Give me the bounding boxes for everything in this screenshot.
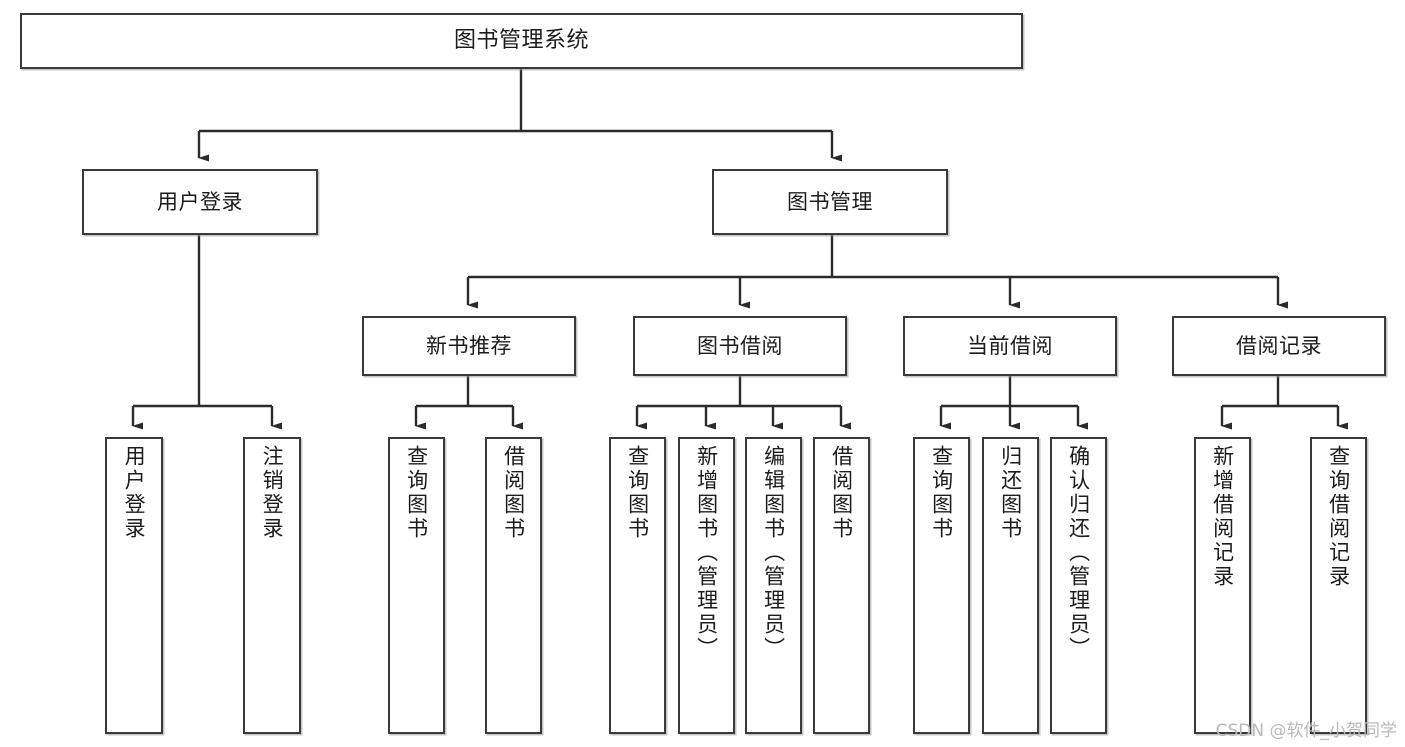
node-root-label: 图书管理系统 (453, 28, 589, 54)
node-leaf-12[interactable]: 新增借阅记录 (1194, 437, 1251, 734)
node-leaf-11-label: 确认归还（管理员） (1066, 445, 1091, 661)
node-leaf-4[interactable]: 借阅图书 (485, 437, 542, 734)
node-leaf-1[interactable]: 用户登录 (105, 437, 163, 734)
node-borrow-record-label: 借阅记录 (1236, 333, 1322, 358)
node-book-borrow[interactable]: 图书借阅 (633, 316, 847, 376)
node-leaf-10-label: 归还图书 (998, 445, 1023, 541)
node-borrow-record[interactable]: 借阅记录 (1172, 316, 1386, 376)
node-leaf-3-label: 查询图书 (404, 445, 429, 541)
node-new-book-rec[interactable]: 新书推荐 (362, 316, 576, 376)
node-leaf-2-label: 注销登录 (260, 445, 285, 541)
node-leaf-13[interactable]: 查询借阅记录 (1310, 437, 1367, 734)
node-leaf-9[interactable]: 查询图书 (913, 437, 970, 734)
watermark: CSDN @软件_小贺同学 (1215, 721, 1397, 741)
node-user-login-label: 用户登录 (157, 189, 243, 214)
node-leaf-6[interactable]: 新增图书（管理员） (678, 437, 735, 734)
node-leaf-8-label: 借阅图书 (829, 445, 854, 541)
node-leaf-7[interactable]: 编辑图书（管理员） (745, 437, 802, 734)
node-leaf-4-label: 借阅图书 (501, 445, 526, 541)
node-leaf-13-label: 查询借阅记录 (1326, 445, 1351, 589)
node-new-book-rec-label: 新书推荐 (426, 333, 512, 358)
node-leaf-6-label: 新增图书（管理员） (694, 445, 719, 661)
node-leaf-11[interactable]: 确认归还（管理员） (1050, 437, 1107, 734)
node-leaf-1-label: 用户登录 (122, 445, 147, 541)
node-leaf-12-label: 新增借阅记录 (1210, 445, 1235, 589)
node-leaf-2[interactable]: 注销登录 (243, 437, 301, 734)
node-book-borrow-label: 图书借阅 (697, 333, 783, 358)
node-current-borrow-label: 当前借阅 (967, 333, 1053, 358)
node-root[interactable]: 图书管理系统 (20, 13, 1023, 69)
node-leaf-5-label: 查询图书 (625, 445, 650, 541)
node-leaf-8[interactable]: 借阅图书 (813, 437, 870, 734)
node-user-login[interactable]: 用户登录 (82, 169, 318, 235)
node-leaf-7-label: 编辑图书（管理员） (761, 445, 786, 661)
node-leaf-9-label: 查询图书 (929, 445, 954, 541)
node-leaf-5[interactable]: 查询图书 (609, 437, 666, 734)
node-leaf-10[interactable]: 归还图书 (982, 437, 1039, 734)
node-current-borrow[interactable]: 当前借阅 (903, 316, 1117, 376)
node-book-manage[interactable]: 图书管理 (712, 169, 948, 235)
node-book-manage-label: 图书管理 (787, 189, 873, 214)
node-leaf-3[interactable]: 查询图书 (388, 437, 445, 734)
